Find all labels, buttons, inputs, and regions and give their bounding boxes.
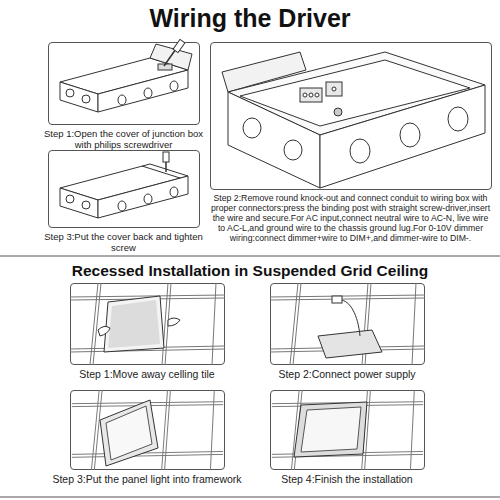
driver-box-open	[60, 44, 192, 112]
ceiling-grid	[272, 390, 423, 470]
knockout	[170, 81, 178, 91]
knockout	[400, 123, 420, 147]
knockout	[350, 139, 370, 163]
box-front	[60, 82, 98, 112]
knockout	[66, 195, 74, 203]
knockout	[284, 140, 302, 160]
section-heading: Recessed Installation in Suspended Grid …	[0, 262, 500, 280]
power-driver	[332, 296, 342, 303]
box-front	[60, 188, 98, 218]
terminal-block	[158, 64, 172, 70]
step-panel: Step 2:Remove round knock-out and connec…	[210, 42, 492, 190]
box-interior	[240, 60, 470, 126]
knockout	[66, 89, 74, 97]
step-caption: Step 3:Put the panel light into framewor…	[37, 473, 257, 486]
knockout	[82, 201, 90, 209]
terminal-screw	[332, 87, 336, 91]
tile-shade	[108, 300, 160, 348]
panel-light	[294, 402, 367, 457]
knockout	[243, 118, 261, 138]
step-caption: Step 4:Finish the installation	[237, 473, 457, 486]
step-panel: Step 1:Open the cover of junction box wi…	[48, 42, 200, 125]
ground-lug	[334, 108, 342, 116]
panel-light	[318, 330, 382, 358]
terminal-screw	[315, 93, 319, 97]
step-caption: Step 1:Move away celling tile	[37, 368, 257, 381]
section-rule	[0, 497, 500, 498]
ceiling-tile	[98, 296, 180, 352]
knockout	[448, 107, 468, 131]
driver-box-closed	[60, 164, 188, 218]
step-caption: Step 1:Open the cover of junction box wi…	[42, 128, 206, 150]
ceiling-grid	[270, 283, 425, 365]
step-caption: Step 3:Put the cover back and tighten sc…	[42, 231, 206, 253]
box-side	[98, 70, 188, 112]
box-lid	[222, 52, 306, 92]
box-top	[60, 58, 188, 94]
ceiling-grid	[72, 390, 223, 470]
step-caption: Step 2:Connect power supply	[237, 368, 457, 381]
box-side	[320, 85, 485, 188]
driver-box-detail	[222, 52, 485, 188]
knockout	[144, 88, 152, 98]
terminal-screw	[309, 93, 313, 97]
panel-face	[106, 406, 152, 460]
knockout	[170, 187, 178, 197]
knockout	[118, 95, 126, 105]
tile	[104, 296, 164, 352]
step-panel: Step 2:Connect power supply	[270, 283, 425, 365]
panel-installed	[294, 402, 367, 457]
screwdriver	[164, 39, 185, 66]
power-cable	[340, 300, 360, 336]
hand	[168, 318, 180, 326]
hand	[98, 326, 110, 336]
terminal-block	[300, 88, 322, 102]
box-opening	[228, 52, 485, 135]
panel-wiring	[318, 296, 382, 358]
knockout	[118, 201, 126, 211]
ceiling-grid	[70, 283, 225, 365]
step-panel: Step 1:Move away celling tile	[70, 283, 225, 365]
knockout	[82, 95, 90, 103]
lid-seam	[142, 166, 180, 178]
step-panel: Step 4:Finish the installation	[270, 390, 425, 470]
terminal-block	[326, 82, 342, 96]
box-side	[98, 176, 188, 218]
step-panel: Step 3:Put the panel light into framewor…	[70, 390, 225, 470]
step-caption: Step 2:Remove round knock-out and connec…	[209, 193, 493, 243]
box-front	[228, 92, 320, 188]
panel-insert	[100, 400, 158, 466]
knockout	[144, 194, 152, 204]
terminal-screw	[303, 93, 307, 97]
box-top	[60, 164, 188, 200]
screwdriver-shaft	[165, 160, 167, 172]
panel-face	[301, 407, 361, 452]
step-panel: Step 3:Put the cover back and tighten sc…	[48, 150, 200, 228]
screwdriver-shaft	[164, 46, 178, 66]
box-lid	[150, 44, 192, 70]
screwdriver-handle	[163, 152, 169, 162]
panel-light	[100, 400, 158, 466]
page-title: Wiring the Driver	[0, 4, 500, 33]
screwdriver	[163, 152, 169, 172]
section-rule	[0, 256, 500, 257]
